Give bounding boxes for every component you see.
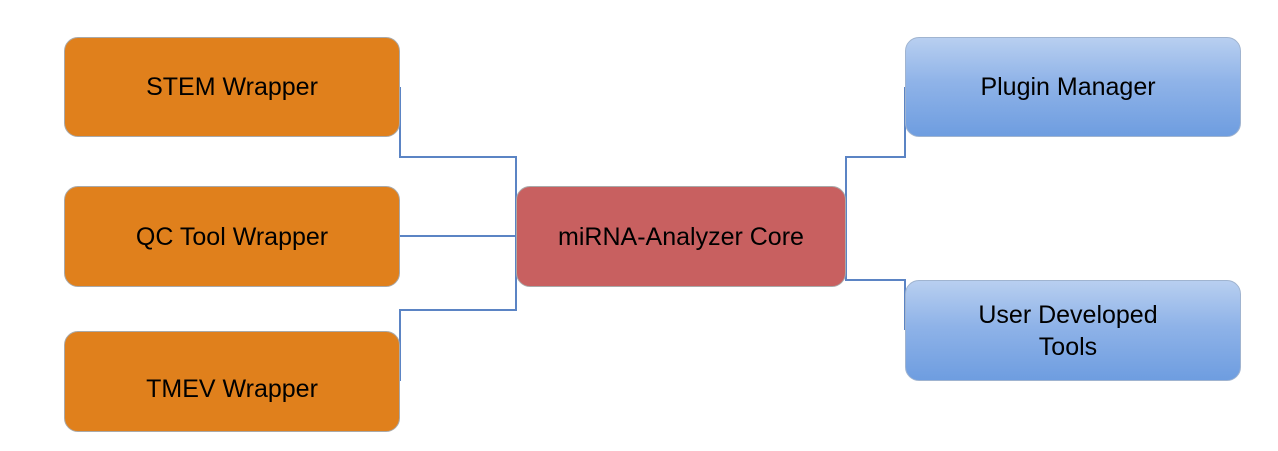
- connector-core-plugin: [845, 87, 906, 236]
- tmev-wrapper-box: TMEV Wrapper: [64, 331, 400, 432]
- plugin-manager-box: Plugin Manager: [905, 37, 1241, 137]
- connector-core-user: [845, 236, 906, 330]
- qc-tool-wrapper-box: QC Tool Wrapper: [64, 186, 400, 287]
- connector-stem-core: [399, 87, 517, 236]
- user-developed-tools-box: User Developed Tools: [905, 280, 1241, 381]
- stem-wrapper-box: STEM Wrapper: [64, 37, 400, 137]
- connector-tmev-core: [399, 236, 517, 381]
- mirna-analyzer-core-box: miRNA-Analyzer Core: [516, 186, 846, 287]
